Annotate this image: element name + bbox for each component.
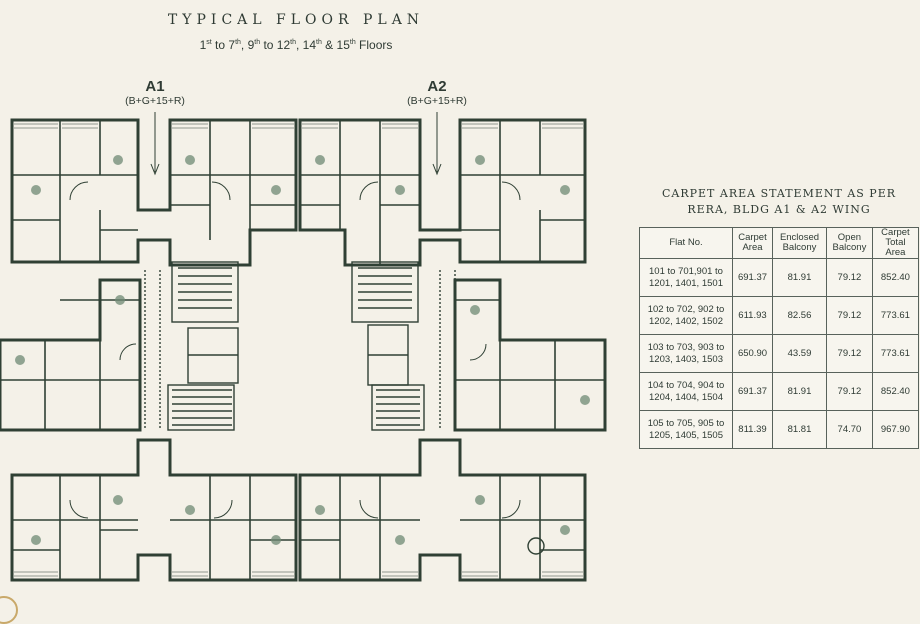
cell-flat-no: 102 to 702, 902 to 1202, 1402, 1502 (639, 296, 733, 335)
cell-total-area: 852.40 (871, 372, 920, 411)
table-row: 104 to 704, 904 to 1204, 1404, 1504 691.… (639, 372, 920, 411)
cell-flat-no: 104 to 704, 904 to 1204, 1404, 1504 (639, 372, 733, 411)
cell-carpet-area: 691.37 (732, 258, 773, 297)
cell-flat-no: 101 to 701,901 to 1201, 1401, 1501 (639, 258, 733, 297)
cell-carpet-area: 691.37 (732, 372, 773, 411)
cell-enclosed-balcony: 81.91 (771, 258, 828, 297)
header-flat-no: Flat No. (639, 227, 733, 259)
cell-open-balcony: 79.12 (826, 372, 873, 411)
floor-text: , 9 (240, 38, 255, 52)
header-carpet-area: Carpet Area (732, 227, 773, 259)
wing-a1-name: A1 (145, 78, 165, 95)
cell-open-balcony: 79.12 (826, 258, 873, 297)
floor-text: , 14 (295, 38, 316, 52)
page-title: TYPICAL FLOOR PLAN (167, 12, 425, 28)
wing-a2-name: A2 (427, 78, 447, 95)
wing-a1-config: (B+G+15+R) (125, 95, 185, 107)
brand-seal-icon (0, 596, 18, 624)
floor-text: Floors (355, 38, 393, 52)
wing-a2-label: A2 (B+G+15+R) (404, 78, 470, 107)
header-carpet-total-area: Carpet Total Area (871, 227, 920, 259)
cell-enclosed-balcony: 81.81 (771, 410, 828, 449)
wing-a2-config: (B+G+15+R) (407, 95, 467, 107)
cell-open-balcony: 74.70 (826, 410, 873, 449)
cell-enclosed-balcony: 82.56 (771, 296, 828, 335)
cell-flat-no: 105 to 705, 905 to 1205, 1405, 1505 (639, 410, 733, 449)
floors-subtitle: 1st to 7th, 9th to 12th, 14th & 15th Flo… (0, 38, 592, 52)
floor-sup: th (349, 39, 356, 46)
cell-total-area: 852.40 (871, 258, 920, 297)
cell-enclosed-balcony: 43.59 (771, 334, 828, 373)
statement-line-1: CARPET AREA STATEMENT AS PER (661, 187, 897, 200)
floor-text: & 15 (321, 38, 350, 52)
cell-open-balcony: 79.12 (826, 334, 873, 373)
header-open-balcony: Open Balcony (826, 227, 873, 259)
floor-text: to 7 (211, 38, 236, 52)
wing-a1-label: A1 (B+G+15+R) (124, 78, 186, 107)
floor-text: to 12 (260, 38, 291, 52)
cell-carpet-area: 650.90 (732, 334, 773, 373)
cell-total-area: 967.90 (871, 410, 920, 449)
floor-sup: th (316, 39, 322, 46)
floor-sup: st (206, 39, 212, 46)
floor-sup: th (235, 39, 241, 46)
floor-sup: th (254, 39, 261, 46)
area-statement-heading: CARPET AREA STATEMENT AS PER RERA, BLDG … (640, 186, 918, 218)
cell-total-area: 773.61 (871, 296, 920, 335)
cell-enclosed-balcony: 81.91 (771, 372, 828, 411)
header-enclosed-balcony: Enclosed Balcony (771, 227, 828, 259)
table-row: 103 to 703, 903 to 1203, 1403, 1503 650.… (639, 334, 920, 373)
table-row: 105 to 705, 905 to 1205, 1405, 1505 811.… (639, 410, 920, 449)
floor-sup: th (290, 39, 296, 46)
statement-line-2: RERA, BLDG A1 & A2 WING (687, 203, 871, 216)
cell-open-balcony: 79.12 (826, 296, 873, 335)
table-header-row: Flat No. Carpet Area Enclosed Balcony Op… (639, 227, 920, 259)
carpet-area-table: Flat No. Carpet Area Enclosed Balcony Op… (639, 227, 920, 449)
floor-plan-drawing (0, 112, 607, 582)
floor-text: 1 (199, 38, 207, 52)
cell-carpet-area: 811.39 (732, 410, 773, 449)
table-row: 101 to 701,901 to 1201, 1401, 1501 691.3… (639, 258, 920, 297)
table-row: 102 to 702, 902 to 1202, 1402, 1502 611.… (639, 296, 920, 335)
cell-carpet-area: 611.93 (732, 296, 773, 335)
cell-flat-no: 103 to 703, 903 to 1203, 1403, 1503 (639, 334, 733, 373)
cell-total-area: 773.61 (871, 334, 920, 373)
